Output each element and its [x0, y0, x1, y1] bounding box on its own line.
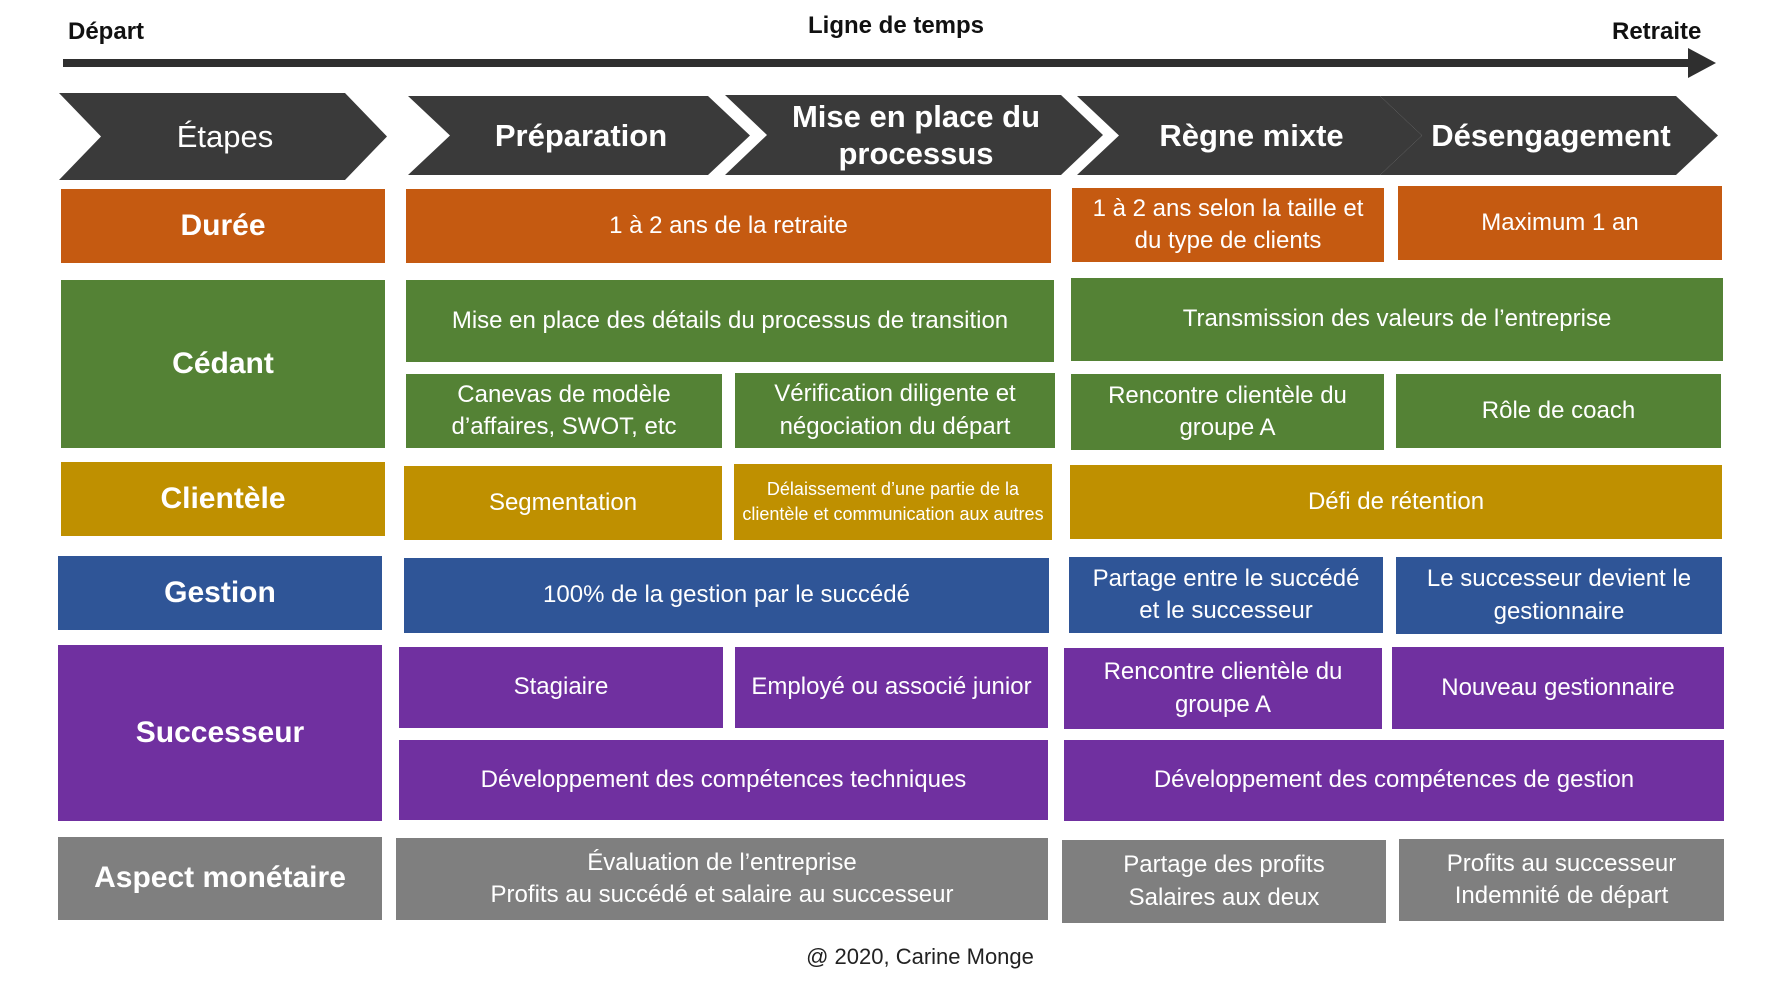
stage-regne-mixte-label: Règne mixte — [1159, 117, 1344, 153]
successeur-regne-desengagement-box: Développement des compétences de gestion — [1064, 740, 1724, 821]
aspect-regne-mixte-box: Partage des profits Salaires aux deux — [1062, 840, 1386, 923]
aspect-desengagement-line1: Profits au successeur — [1446, 849, 1677, 877]
row-label-cedant: Cédant — [61, 280, 385, 448]
cedant-desengagement-box: Rôle de coach — [1396, 374, 1721, 448]
aspect-preparation-mise-box: Évaluation de l’entreprise Profits au su… — [396, 838, 1048, 920]
stage-desengagement-chevron: Désengagement — [1380, 96, 1718, 175]
cedant-preparation-box: Canevas de modèle d’affaires, SWOT, etc — [406, 374, 722, 448]
cedant-mise-en-place-box: Vérification diligente et négociation du… — [735, 373, 1055, 448]
clientele-mise-en-place-box: Délaissement d’une partie de la clientèl… — [734, 464, 1052, 540]
aspect-desengagement-line2: Indemnité de départ — [1454, 882, 1669, 909]
timeline-arrow-head — [1688, 48, 1716, 78]
timeline-arrow-line — [63, 59, 1690, 67]
gestion-preparation-mise-box: 100% de la gestion par le succédé — [404, 558, 1049, 633]
successeur-mise-en-place-box: Employé ou associé junior — [735, 647, 1048, 728]
cedant-regne-mixte-box: Rencontre clientèle du groupe A — [1071, 374, 1384, 450]
stage-desengagement-label: Désengagement — [1431, 117, 1671, 153]
timeline-start-label: Départ — [68, 18, 145, 45]
aspect-regne-mixte-line2: Salaires aux deux — [1128, 883, 1320, 911]
clientele-regne-desengagement-box: Défi de rétention — [1070, 465, 1722, 539]
successeur-desengagement-box: Nouveau gestionnaire — [1392, 647, 1724, 729]
row-label-duree: Durée — [61, 189, 385, 263]
duree-regne-mixte-box: 1 à 2 ans selon la taille et du type de … — [1072, 188, 1384, 262]
clientele-preparation-box: Segmentation — [404, 466, 722, 540]
aspect-desengagement-box: Profits au successeur Indemnité de dépar… — [1399, 839, 1724, 921]
stage-etapes-chevron: Étapes — [59, 93, 387, 180]
stage-mise-en-place-chevron: Mise en place du processus — [725, 95, 1103, 175]
timeline-title: Ligne de temps — [808, 12, 985, 39]
successeur-regne-mixte-box: Rencontre clientèle du groupe A — [1064, 648, 1382, 729]
duree-desengagement-box: Maximum 1 an — [1398, 186, 1722, 260]
copyright-text: @ 2020, Carine Monge — [806, 944, 1034, 969]
row-label-aspect-monetaire: Aspect monétaire — [58, 837, 382, 920]
aspect-regne-mixte-line1: Partage des profits — [1123, 851, 1325, 879]
row-label-clientele: Clientèle — [61, 462, 385, 536]
stage-regne-mixte-chevron: Règne mixte — [1077, 96, 1422, 175]
stage-preparation-chevron: Préparation — [408, 96, 750, 175]
cedant-preparation-mise-box: Mise en place des détails du processus d… — [406, 280, 1054, 362]
stage-mise-en-place-label: Mise en place du processus — [791, 98, 1041, 171]
successeur-preparation-mise-box: Développement des compétences techniques — [399, 740, 1048, 820]
row-label-gestion: Gestion — [58, 556, 382, 630]
duree-preparation-mise-box: 1 à 2 ans de la retraite — [406, 189, 1051, 263]
stage-preparation-label: Préparation — [494, 117, 668, 153]
timeline-end-label: Retraite — [1612, 18, 1702, 45]
gestion-desengagement-box: Le successeur devient le gestionnaire — [1396, 557, 1722, 634]
aspect-preparation-mise-line2: Profits au succédé et salaire au success… — [490, 881, 954, 908]
aspect-preparation-mise-line1: Évaluation de l’entreprise — [587, 848, 857, 876]
stage-etapes-label: Étapes — [176, 118, 274, 154]
successeur-preparation-box: Stagiaire — [399, 647, 723, 728]
row-label-successeur: Successeur — [58, 645, 382, 821]
gestion-regne-mixte-box: Partage entre le succédé et le successeu… — [1069, 557, 1383, 633]
cedant-regne-desengagement-box: Transmission des valeurs de l’entreprise — [1071, 278, 1723, 361]
